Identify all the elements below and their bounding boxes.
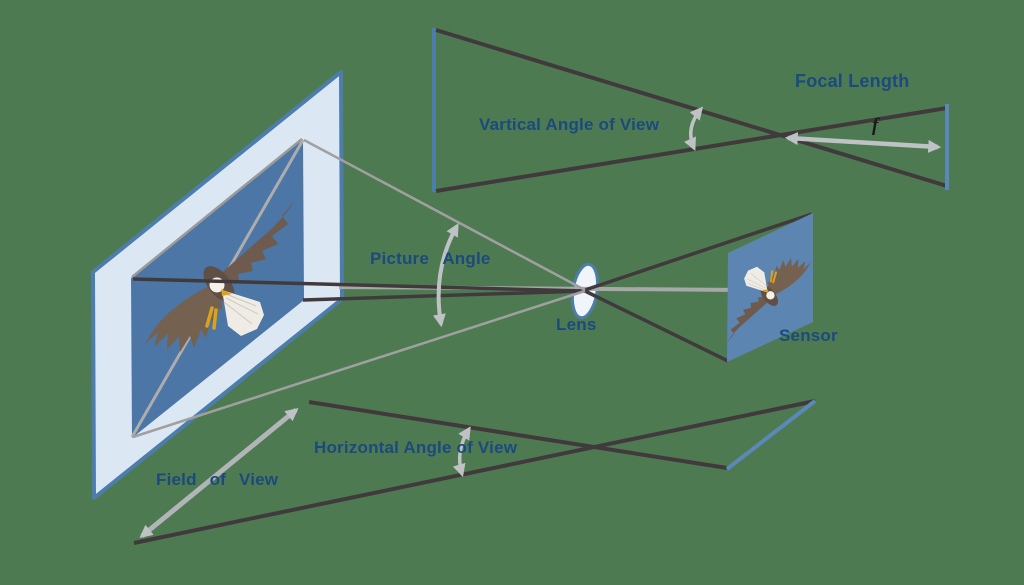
vertical-angle-label: Vartical Angle of View bbox=[479, 115, 660, 134]
sensor-group bbox=[726, 213, 813, 362]
gray-ray-to-image-top-corner bbox=[303, 138, 586, 292]
lens-label: Lens bbox=[556, 315, 597, 334]
scene bbox=[91, 70, 344, 500]
vertical-angle-arc-arrow bbox=[684, 106, 704, 151]
dark-ray-to-sensor-top bbox=[584, 212, 813, 292]
horizontal-angle-diagram bbox=[133, 399, 817, 545]
focal-symbol-label: f bbox=[872, 115, 879, 136]
field-of-view-arrow bbox=[139, 407, 299, 539]
picture-angle-arc-arrow bbox=[432, 223, 459, 328]
gray-ray-to-image-bottom-corner bbox=[132, 289, 586, 439]
field-of-view-label: Field of View bbox=[156, 470, 279, 489]
image-area-top-edge-line bbox=[131, 138, 303, 278]
vertical-angle-diagram bbox=[432, 28, 949, 193]
vertical-angle-top-ray bbox=[435, 28, 948, 188]
dark-ray-left-upper bbox=[132, 277, 586, 293]
sensor-plane-horizontal-edge bbox=[725, 399, 817, 471]
horizontal-angle-label: Horizontal Angle of View bbox=[314, 438, 518, 457]
horizontal-angle-top-ray bbox=[308, 400, 728, 470]
focal-length-arrow bbox=[784, 132, 942, 153]
picture-angle-label: Picture Angle bbox=[370, 249, 491, 268]
sensor-label: Sensor bbox=[779, 326, 838, 345]
focal-length-label: Focal Length bbox=[795, 71, 910, 91]
light-rays bbox=[132, 138, 813, 439]
dark-ray-left-lower bbox=[302, 289, 586, 302]
horizontal-angle-arc-arrow bbox=[452, 426, 471, 478]
dark-ray-to-sensor-bottom bbox=[584, 289, 729, 363]
